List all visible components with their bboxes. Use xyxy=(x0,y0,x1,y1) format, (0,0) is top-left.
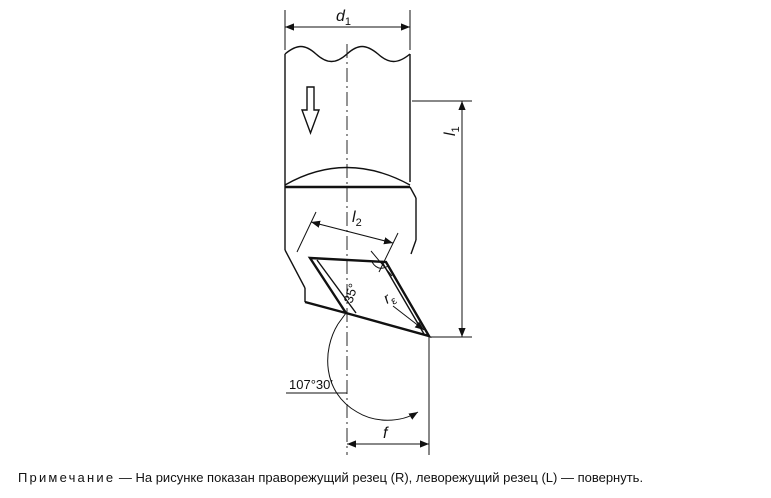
svg-text:l2: l2 xyxy=(352,209,362,229)
d1-subscript: 1 xyxy=(345,16,351,28)
insert xyxy=(307,256,432,338)
angle-107-label: 107°30′ xyxy=(289,377,333,392)
drawing-note: Примечание — На рисунке показан правореж… xyxy=(18,470,758,485)
l1-dimension: l1 xyxy=(412,100,472,338)
f-label: f xyxy=(383,425,389,442)
l2-dimension: l2 xyxy=(296,209,399,273)
feed-arrow-icon xyxy=(300,86,321,136)
note-word: Примечание xyxy=(18,470,116,485)
d1-label: d xyxy=(336,8,346,25)
l2-subscript: 2 xyxy=(356,217,362,229)
re-subscript: ε xyxy=(389,295,399,308)
angle-107-marker: 107°30′ xyxy=(286,312,419,421)
l2-label: l xyxy=(352,209,356,226)
angle-35-marker: 35° xyxy=(341,250,393,305)
svg-text:rε: rε xyxy=(381,288,400,310)
angle-35-label: 35° xyxy=(341,282,361,305)
d1-dimension: d1 xyxy=(284,8,411,50)
l1-subscript: 1 xyxy=(450,126,462,132)
f-dimension: f xyxy=(347,336,430,455)
shank xyxy=(284,45,417,315)
l1-label: l xyxy=(442,132,459,136)
svg-text:l1: l1 xyxy=(442,126,462,136)
svg-text:d1: d1 xyxy=(336,8,351,28)
note-text: — На рисунке показан праворежущий резец … xyxy=(115,470,644,485)
